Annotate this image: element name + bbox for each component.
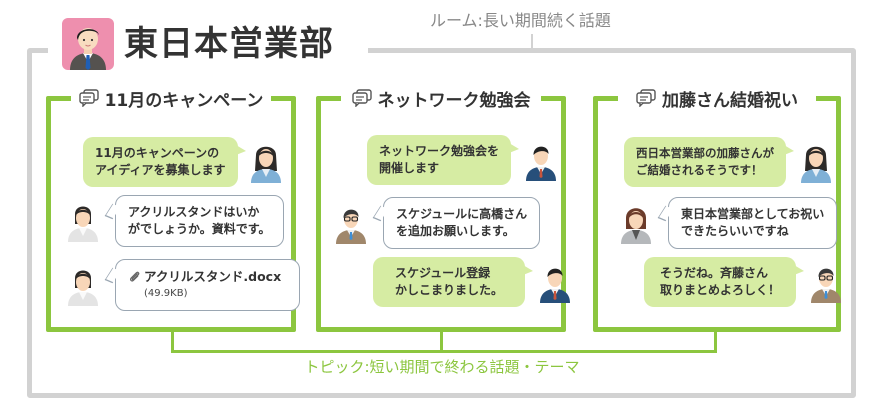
- message-text-line: アクリルスタンドはいか: [128, 205, 260, 219]
- woman-blue-jacket-avatar-icon: [250, 146, 281, 183]
- topic-title: 11月のキャンペーン: [104, 90, 264, 111]
- message-file[interactable]: アクリルスタンド.docx (49.9KB): [65, 259, 301, 311]
- room-title: 東日本営業部: [124, 18, 342, 70]
- message-text-line: がでしょうか。資料です。: [128, 222, 271, 236]
- topic-connector: [714, 332, 717, 352]
- room-label-connector: [531, 34, 533, 48]
- man-glasses-sweater-avatar-icon: [336, 209, 366, 244]
- message-text-line: できたらいいですね: [681, 224, 789, 238]
- room-frame: [27, 48, 856, 398]
- man-navy-suit-avatar-icon: [526, 146, 557, 181]
- chat-icon: [351, 89, 372, 107]
- topic-header: ネットワーク勉強会: [341, 85, 541, 111]
- message-mine[interactable]: そうだね。斉藤さん 取りまとめよろしく！: [644, 257, 844, 307]
- businessman-avatar-icon[interactable]: [62, 18, 114, 70]
- message-other[interactable]: スケジュールに高橋さん を追加お願いします。: [333, 197, 541, 249]
- topic-label: トピック:短い期間で終わる話題・テーマ: [304, 358, 580, 376]
- chat-icon: [636, 89, 656, 107]
- message-bubble: ネットワーク勉強会を 開催します: [367, 135, 520, 185]
- message-text-line: 取りまとめよろしく！: [660, 283, 781, 297]
- topic-connector-bar: [171, 350, 717, 353]
- topic-connector: [171, 332, 174, 352]
- message-text-line: 東日本営業部としてお祝い: [681, 207, 825, 221]
- message-bubble: 東日本営業部としてお祝い できたらいいですね: [668, 197, 838, 249]
- message-bubble: スケジュールに高橋さん を追加お願いします。: [383, 197, 541, 249]
- man-glasses-sweater-avatar-icon: [811, 268, 842, 303]
- message-text-line: ネットワーク勉強会を: [379, 144, 500, 158]
- message-text-line: アイディアを募集します: [95, 163, 226, 177]
- topic-panel-network-study[interactable]: ネットワーク勉強会 ネットワーク勉強会を 開催します スケジュールに高橋さん を…: [316, 85, 571, 332]
- woman-white-jacket-avatar-icon: [68, 270, 98, 306]
- man-navy-suit-avatar-icon: [540, 268, 571, 303]
- message-text-line: スケジュール登録: [395, 266, 491, 280]
- message-text-line: ご結婚されるそうです！: [636, 163, 763, 177]
- message-bubble: アクリルスタンドはいか がでしょうか。資料です。: [115, 195, 284, 247]
- room-label: ルーム:長い期間続く話題: [430, 11, 611, 30]
- topic-panel-november-campaign[interactable]: 11月のキャンペーン 11月のキャンペーンの アイディアを募集します アクリルス…: [46, 85, 301, 332]
- file-name[interactable]: アクリルスタンド.docx: [144, 269, 282, 284]
- message-mine[interactable]: 11月のキャンペーンの アイディアを募集します: [83, 137, 284, 187]
- topic-title: 加藤さん結婚祝い: [662, 90, 798, 111]
- woman-blue-jacket-avatar-icon: [801, 146, 831, 183]
- chat-icon: [78, 89, 99, 107]
- message-text-line: そうだね。斉藤さん: [660, 266, 769, 280]
- message-text-line: を追加お願いします。: [396, 224, 515, 238]
- topic-title: ネットワーク勉強会: [377, 90, 531, 111]
- message-mine[interactable]: ネットワーク勉強会を 開催します: [367, 135, 559, 185]
- file-attachment-bubble[interactable]: アクリルスタンド.docx (49.9KB): [115, 259, 301, 311]
- message-bubble: そうだね。斉藤さん 取りまとめよろしく！: [644, 257, 805, 307]
- message-text-line: 11月のキャンペーンの: [95, 146, 220, 160]
- message-bubble: 11月のキャンペーンの アイディアを募集します: [83, 137, 246, 187]
- message-other[interactable]: 東日本営業部としてお祝い できたらいいですね: [618, 197, 838, 249]
- message-text-line: 西日本営業部の加藤さんが: [636, 146, 774, 160]
- topic-connector: [440, 332, 443, 352]
- file-size: (49.9KB): [144, 288, 188, 299]
- woman-white-jacket-avatar-icon: [68, 206, 98, 242]
- topic-panel-kato-wedding[interactable]: 加藤さん結婚祝い 西日本営業部の加藤さんが ご結婚されるそうです！ 東日本営業部…: [593, 85, 844, 332]
- message-bubble: 西日本営業部の加藤さんが ご結婚されるそうです！: [624, 137, 794, 187]
- woman-gray-jacket-avatar-icon: [621, 208, 651, 244]
- message-bubble: スケジュール登録 かしこまりました。: [373, 257, 534, 307]
- message-other[interactable]: アクリルスタンドはいか がでしょうか。資料です。: [65, 195, 284, 247]
- message-mine[interactable]: スケジュール登録 かしこまりました。: [373, 257, 573, 307]
- topic-header: 加藤さん結婚祝い: [618, 85, 816, 111]
- message-text-line: 開催します: [379, 161, 440, 175]
- message-text-line: スケジュールに高橋さん: [396, 207, 528, 221]
- message-text-line: かしこまりました。: [395, 283, 504, 297]
- paperclip-icon: [129, 271, 140, 282]
- topic-header: 11月のキャンペーン: [71, 85, 271, 111]
- message-mine[interactable]: 西日本営業部の加藤さんが ご結婚されるそうです！: [624, 137, 834, 187]
